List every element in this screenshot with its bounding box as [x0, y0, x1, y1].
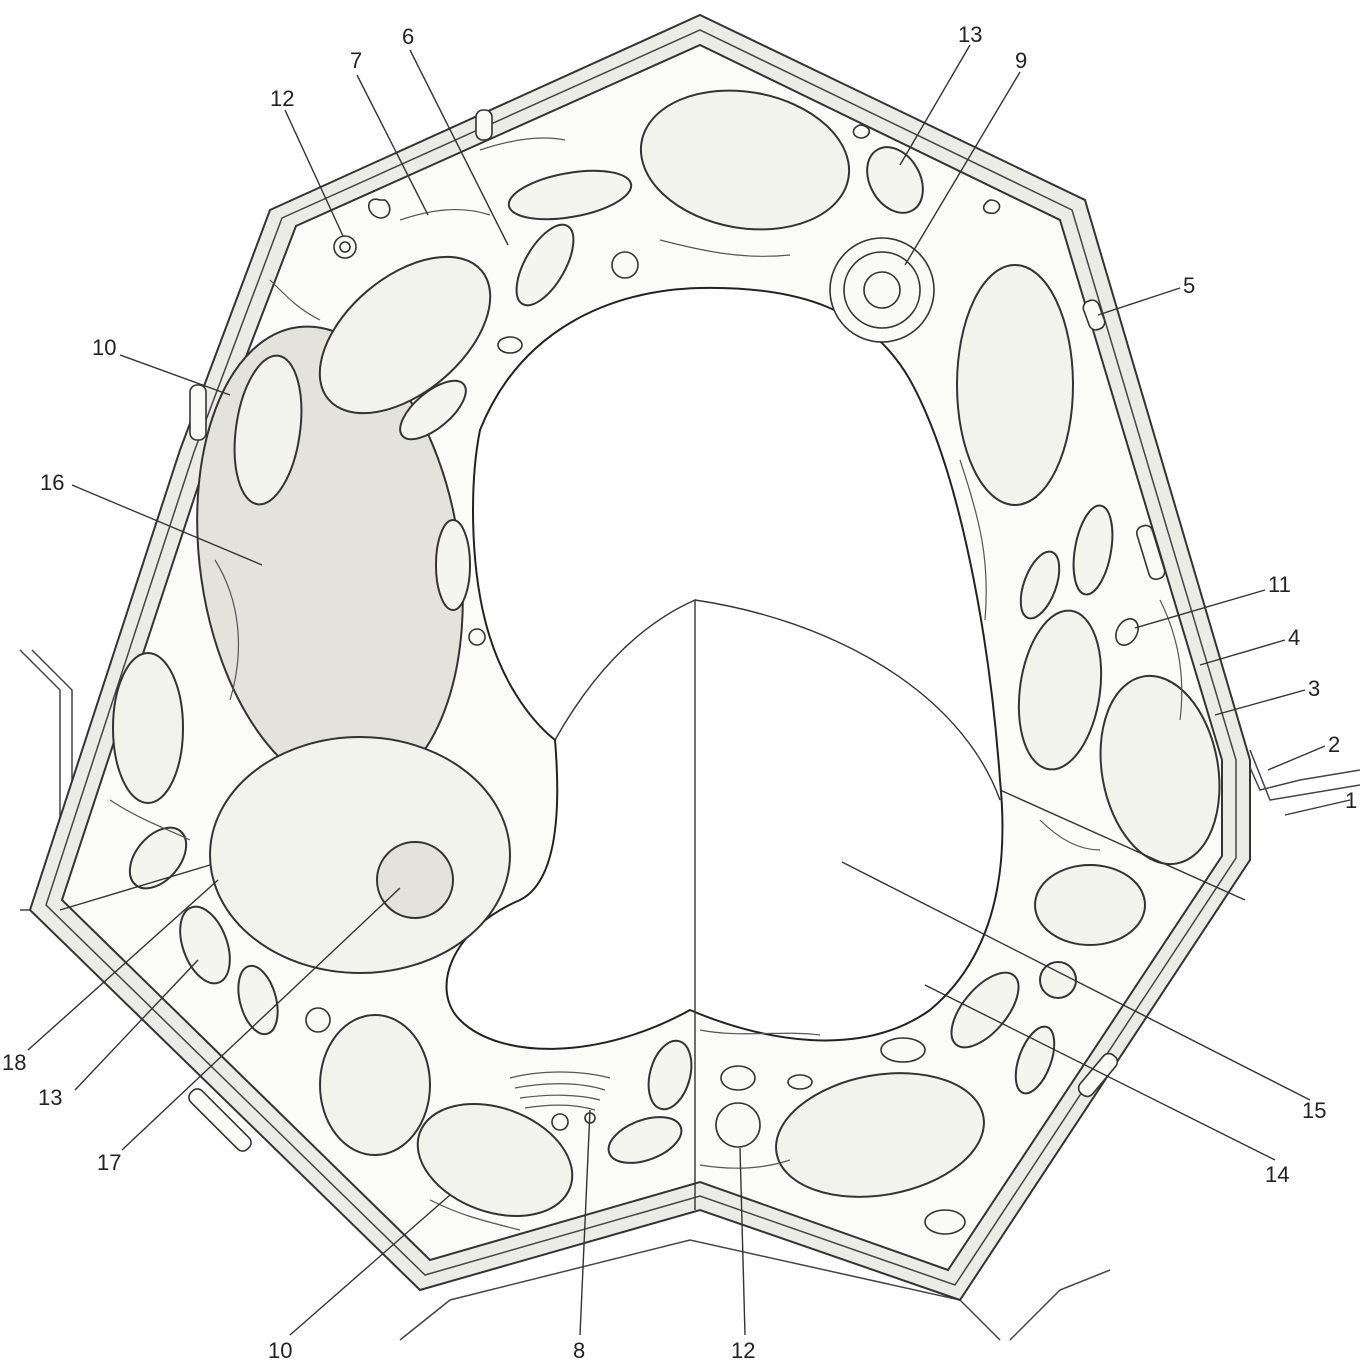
- label-4: 4: [1288, 625, 1300, 650]
- label-11: 11: [1268, 572, 1291, 597]
- label-15: 15: [1302, 1098, 1326, 1123]
- nucleolus: [377, 842, 453, 918]
- label-1: 1: [1345, 788, 1357, 813]
- label-18: 18: [2, 1050, 26, 1075]
- label-12-top: 12: [270, 86, 294, 111]
- label-10-bottom: 10: [268, 1338, 292, 1363]
- label-17: 17: [97, 1150, 121, 1175]
- label-16: 16: [40, 470, 64, 495]
- label-13-top: 13: [958, 22, 982, 47]
- label-8: 8: [573, 1338, 585, 1363]
- label-10-top: 10: [92, 335, 116, 360]
- label-9: 9: [1015, 48, 1027, 73]
- label-3: 3: [1308, 676, 1320, 701]
- label-7: 7: [350, 48, 362, 73]
- label-14: 14: [1265, 1162, 1289, 1187]
- nucleus: [210, 737, 510, 973]
- label-5: 5: [1183, 273, 1195, 298]
- label-12-bottom: 12: [731, 1338, 755, 1363]
- label-6: 6: [402, 24, 414, 49]
- central-vacuole: [447, 288, 1003, 1049]
- label-13-bottom: 13: [38, 1085, 62, 1110]
- label-2: 2: [1328, 732, 1340, 757]
